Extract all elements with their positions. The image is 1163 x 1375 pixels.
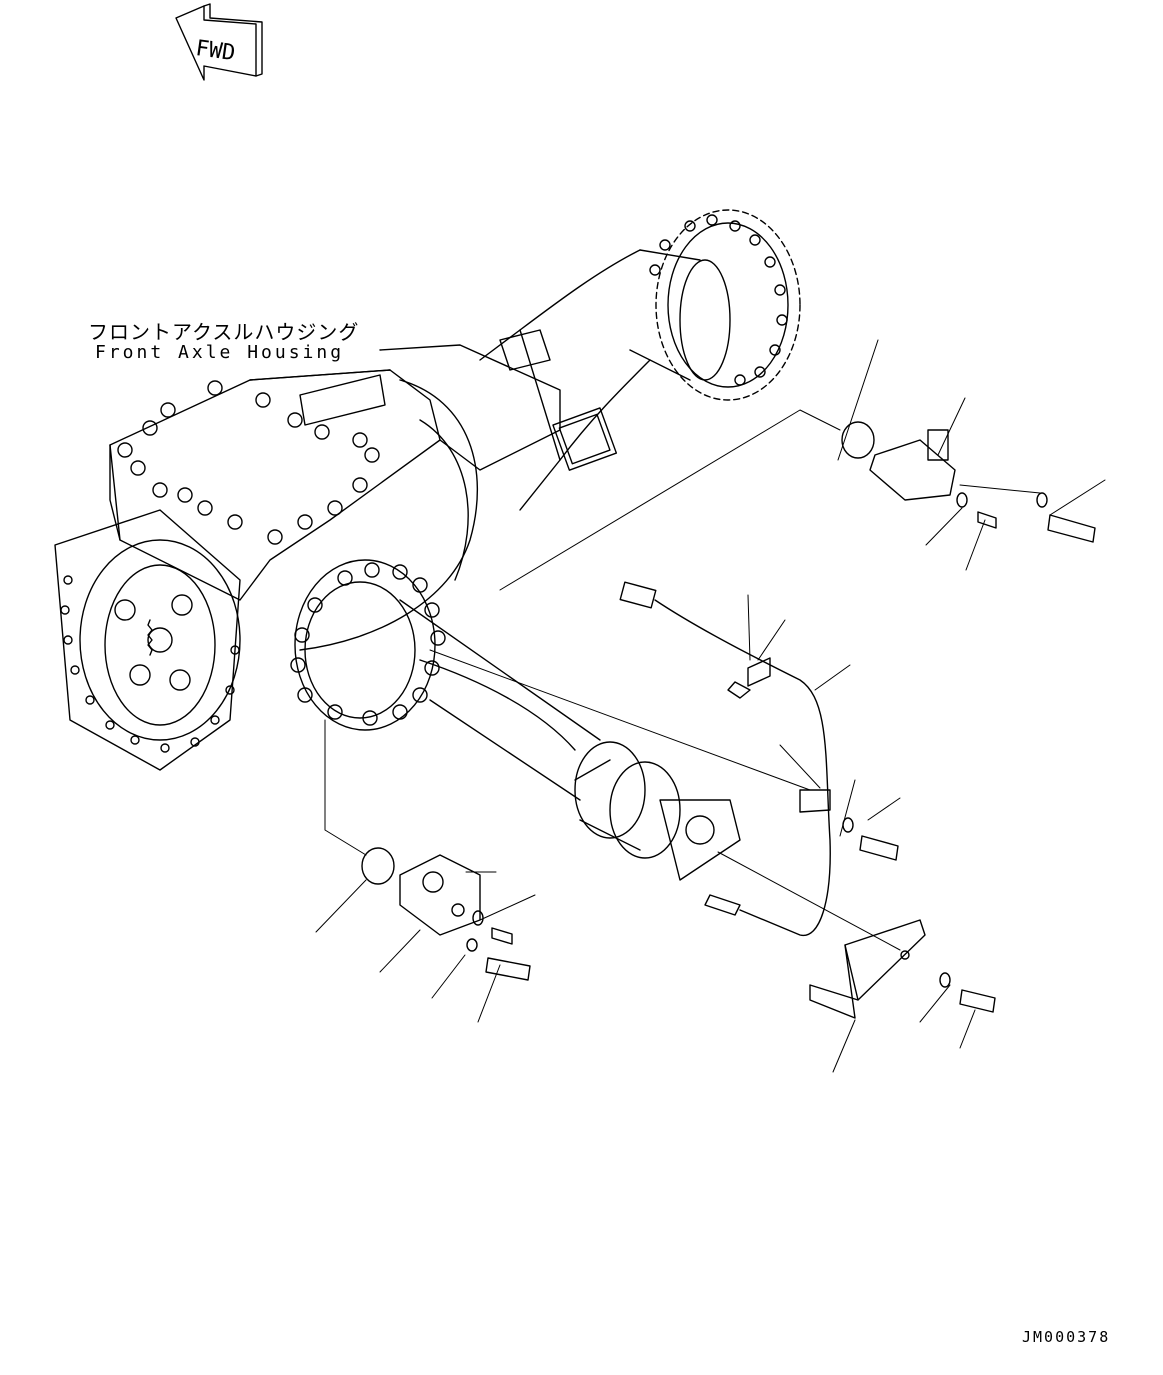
leader-lines	[315, 339, 1106, 1073]
assembly-label-english: Front Axle Housing	[95, 342, 345, 363]
mounting-bracket	[809, 817, 996, 1019]
drive-shaft	[290, 559, 741, 881]
flange-bolt-holes	[649, 214, 788, 386]
fwd-label: FWD	[194, 36, 237, 66]
sensor-harness	[619, 581, 831, 937]
assembly-label-japanese: フロントアクスルハウジング	[88, 320, 360, 344]
rear-axle-tube	[479, 209, 801, 511]
sensor-bracket-left	[361, 847, 531, 981]
left-hub-flange	[54, 509, 241, 771]
differential-housing	[109, 344, 561, 651]
drawing-id: JM000378	[1022, 1328, 1111, 1346]
sensor-bracket-right	[841, 421, 1096, 543]
fwd-arrow-icon: FWD	[175, 3, 263, 81]
